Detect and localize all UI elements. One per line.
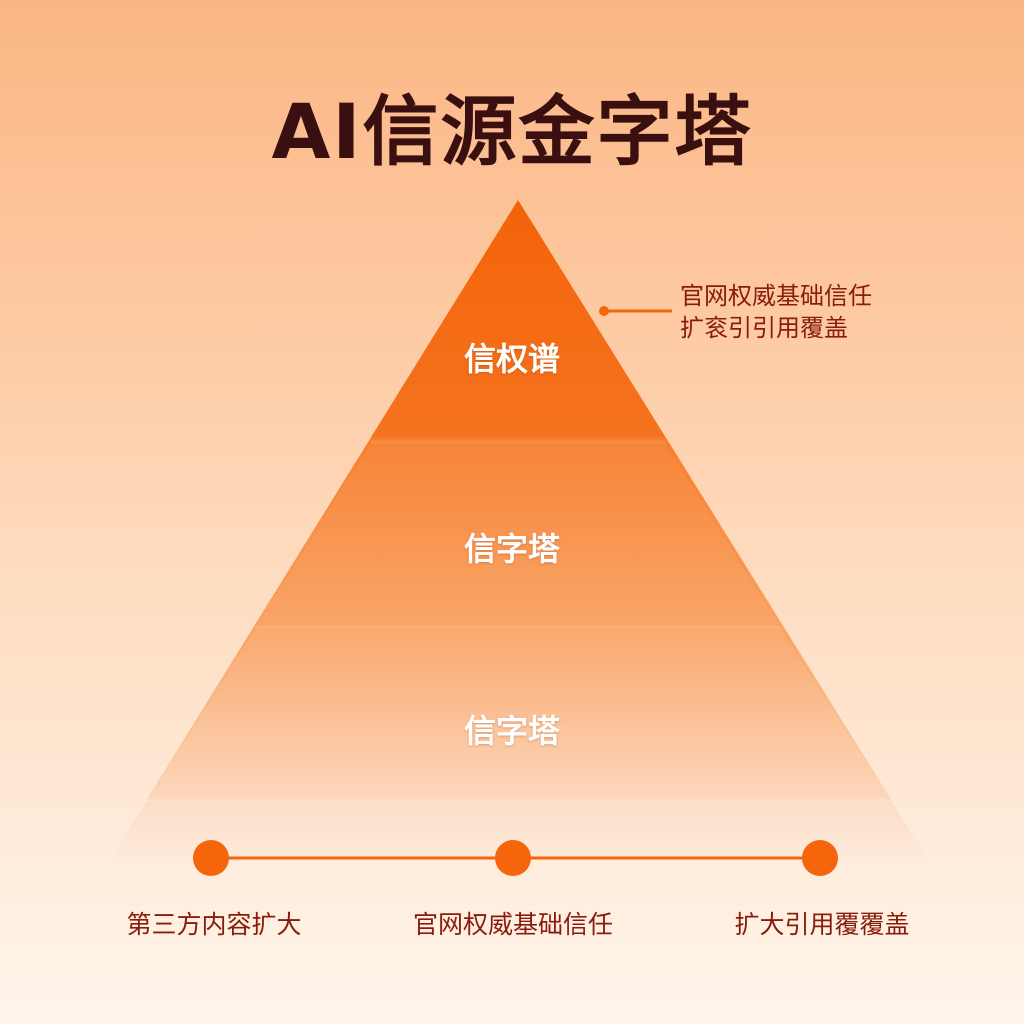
timeline-node-2 xyxy=(495,840,531,876)
pyramid-shape xyxy=(108,200,930,862)
timeline-label-1: 第三方内容扩大 xyxy=(126,910,302,939)
tier-middle-shade xyxy=(255,443,781,628)
tier-top xyxy=(371,200,665,437)
callout-line-2: 扩衮引引用覆盖 xyxy=(680,314,848,342)
callout-connector-dot xyxy=(599,306,609,316)
timeline-label-2: 官网权威基础信任 xyxy=(412,910,613,939)
callout-line-1: 官网权威基础信任 xyxy=(680,282,872,310)
timeline-label-3: 扩大引用覆覆盖 xyxy=(734,910,910,939)
page-title: AI信源金字塔 xyxy=(271,87,753,176)
tier-base xyxy=(108,800,930,862)
layer-label-middle: 信字塔 xyxy=(463,530,560,568)
layer-label-bottom: 信字塔 xyxy=(463,712,560,750)
timeline-node-3 xyxy=(802,840,838,876)
tier-bottom-shade xyxy=(148,630,891,800)
layer-label-top: 信权谱 xyxy=(463,340,560,378)
callout-annotation: 官网权威基础信任 扩衮引引用覆盖 xyxy=(680,280,872,344)
timeline-node-1 xyxy=(193,840,229,876)
